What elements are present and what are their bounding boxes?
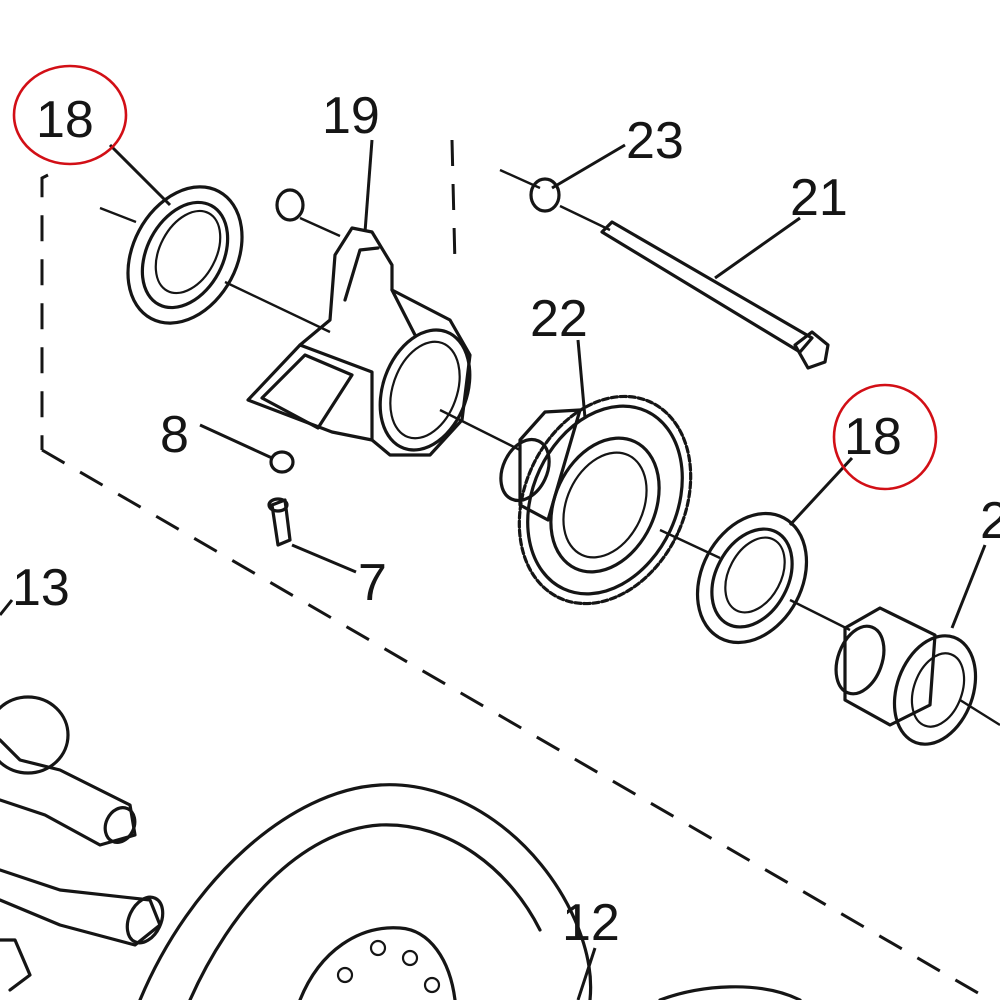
callout-12: 12 <box>562 894 620 952</box>
hub-flange <box>834 606 978 746</box>
leader-lines <box>0 139 987 1001</box>
leader-7 <box>291 543 357 574</box>
leader-18-upper <box>108 143 172 207</box>
callout-8: 8 <box>160 406 189 464</box>
highlight-marks <box>12 64 938 491</box>
leader-22 <box>576 339 587 419</box>
pin-21 <box>600 220 830 370</box>
nut-small <box>269 450 295 474</box>
seal-ring-upper <box>126 185 244 325</box>
nut-23 <box>529 177 561 213</box>
leader-8 <box>199 423 273 460</box>
leader-18-lower <box>788 456 854 527</box>
leader-21 <box>714 216 801 280</box>
spindle-13 <box>0 695 165 992</box>
brake-disc-12 <box>138 783 802 1002</box>
callout-7: 7 <box>358 554 387 612</box>
highlight-circle-18-lower <box>832 383 938 491</box>
leader-2 <box>950 544 987 629</box>
callout-2: 2 <box>980 492 1000 550</box>
callout-labels: 18 19 23 21 22 8 18 7 13 2 12 <box>12 87 1000 952</box>
boundary-bottom <box>41 448 991 1002</box>
callout-21: 21 <box>790 169 848 227</box>
sprocket-22 <box>499 394 693 606</box>
assembly-boundary <box>40 139 991 1002</box>
callout-18-lower: 18 <box>844 408 902 466</box>
callout-23: 23 <box>626 112 684 170</box>
leader-13 <box>0 599 14 616</box>
boundary-top-right <box>450 139 457 266</box>
leader-12 <box>576 947 597 1001</box>
callout-22: 22 <box>530 290 588 348</box>
pivot-housing <box>246 188 472 457</box>
bolt-small <box>267 497 292 547</box>
callout-19: 19 <box>322 87 380 145</box>
boundary-left <box>40 173 49 450</box>
leader-23 <box>551 143 626 190</box>
highlight-circle-18-upper <box>12 64 128 166</box>
seal-ring-lower <box>695 511 809 645</box>
leader-19 <box>363 139 374 233</box>
callout-13: 13 <box>12 559 70 617</box>
callout-18-upper: 18 <box>36 91 94 149</box>
